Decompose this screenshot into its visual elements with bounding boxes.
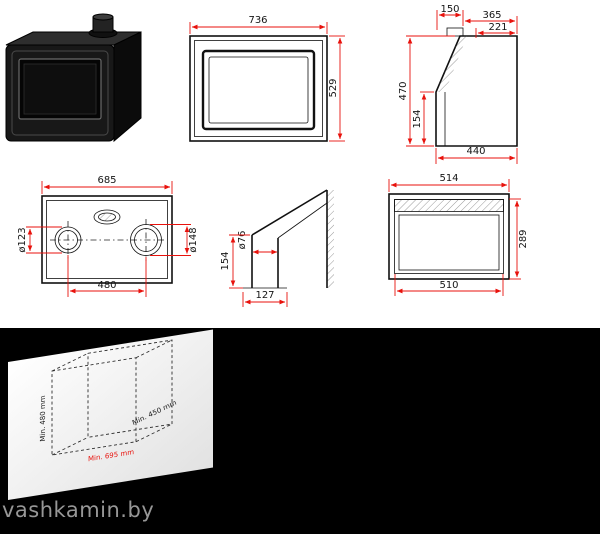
dim-front-width: 736	[189, 15, 328, 34]
sheet-background	[8, 329, 213, 500]
flue-stub-top	[92, 13, 114, 21]
flue-profile-view: ø76 154 127	[220, 189, 334, 307]
dim-rear-inner-width: 510	[394, 274, 504, 296]
top-outline	[41, 195, 173, 284]
front-outline	[189, 35, 328, 142]
niche-front-opening	[51, 357, 137, 456]
front-window-frame	[201, 49, 316, 131]
rear-inner-width-label: 510	[439, 280, 458, 291]
dim-rear-height: 289	[509, 198, 529, 280]
side-outline	[435, 35, 518, 147]
flue-inner-slant	[277, 202, 328, 239]
right-outlet-inner	[134, 228, 158, 252]
top-inner-frame	[46, 200, 168, 279]
left-outlet-label: ø123	[17, 227, 28, 252]
rear-width-label: 514	[439, 173, 458, 184]
top-width-label: 685	[97, 175, 116, 186]
side-flue-offset-label: 150	[440, 4, 459, 15]
dim-side-depth: 440	[435, 146, 518, 164]
front-glass	[208, 56, 309, 124]
front-width-label: 736	[248, 15, 267, 26]
front-view: 736 529	[189, 15, 345, 142]
front-frame	[11, 50, 109, 136]
dim-flue-height: 154	[220, 234, 250, 289]
dim-side-flue-offset: 150	[436, 4, 464, 30]
dim-left-outlet: ø123	[17, 226, 62, 254]
left-outlet-inner	[58, 230, 78, 250]
dim-side-hood-depth: 221	[475, 22, 516, 38]
installation-sheet: Min. 480 mm Min. 450 mm Min. 695 mm	[8, 329, 213, 500]
rear-outline	[388, 193, 510, 280]
side-front-height-label: 154	[412, 109, 423, 128]
dim-flue-diameter: ø76	[237, 231, 278, 255]
side-height-label: 470	[398, 81, 409, 100]
dim-rear-width: 514	[388, 173, 510, 192]
top-flue-opening	[93, 209, 121, 225]
glass-inner	[23, 63, 97, 115]
niche-edge-top-right	[135, 339, 173, 359]
front-inner-frame	[194, 40, 323, 137]
niche-edge-top-left	[51, 352, 89, 372]
flue-offset-label: 127	[255, 290, 274, 301]
rear-top-hatch-band	[394, 199, 504, 212]
flue-outer-slant	[251, 189, 328, 236]
side-section-view: 150 365 221 470 154 440	[398, 4, 518, 164]
top-flue-inner	[98, 212, 116, 222]
dim-side-top-depth: 365	[464, 10, 518, 34]
rear-opening	[398, 214, 500, 271]
flue-height-label: 154	[220, 251, 231, 270]
perspective-view	[5, 13, 142, 143]
dim-flue-offset: 127	[242, 290, 288, 307]
dim-side-height: 470	[398, 35, 455, 147]
dim-top-width: 685	[41, 175, 173, 194]
rear-view: 514 289 510	[388, 173, 529, 296]
niche-edge-bottom-right	[135, 423, 173, 443]
flue-diameter-label: ø76	[237, 231, 248, 250]
top-view: 685 ø123 ø148 480	[17, 175, 199, 297]
side-hood-hatch	[436, 36, 467, 92]
niche-edge-bottom-left	[51, 436, 89, 456]
side-top-depth-label: 365	[482, 10, 501, 21]
dim-side-front-height: 154	[412, 91, 434, 145]
dim-outlet-spacing: 480	[67, 255, 147, 297]
watermark: vashkamin.by	[2, 498, 154, 522]
flue-wall-hatch	[327, 190, 334, 288]
installation-diagram: Min. 480 mm Min. 450 mm Min. 695 mm	[0, 328, 600, 534]
min-height-label: Min. 480 mm	[38, 395, 47, 443]
side-depth-label: 440	[466, 146, 485, 157]
dim-front-height: 529	[328, 35, 345, 142]
dim-right-outlet: ø148	[150, 224, 199, 256]
left-outlet-outer	[54, 226, 82, 254]
right-outlet-label: ø148	[188, 227, 199, 252]
rear-height-label: 289	[518, 229, 529, 248]
side-hood-depth-label: 221	[488, 22, 507, 33]
front-height-label: 529	[328, 78, 339, 97]
niche-back-wall	[87, 339, 173, 438]
right-outlet-outer	[130, 224, 162, 256]
outlet-spacing-label: 480	[97, 280, 116, 291]
